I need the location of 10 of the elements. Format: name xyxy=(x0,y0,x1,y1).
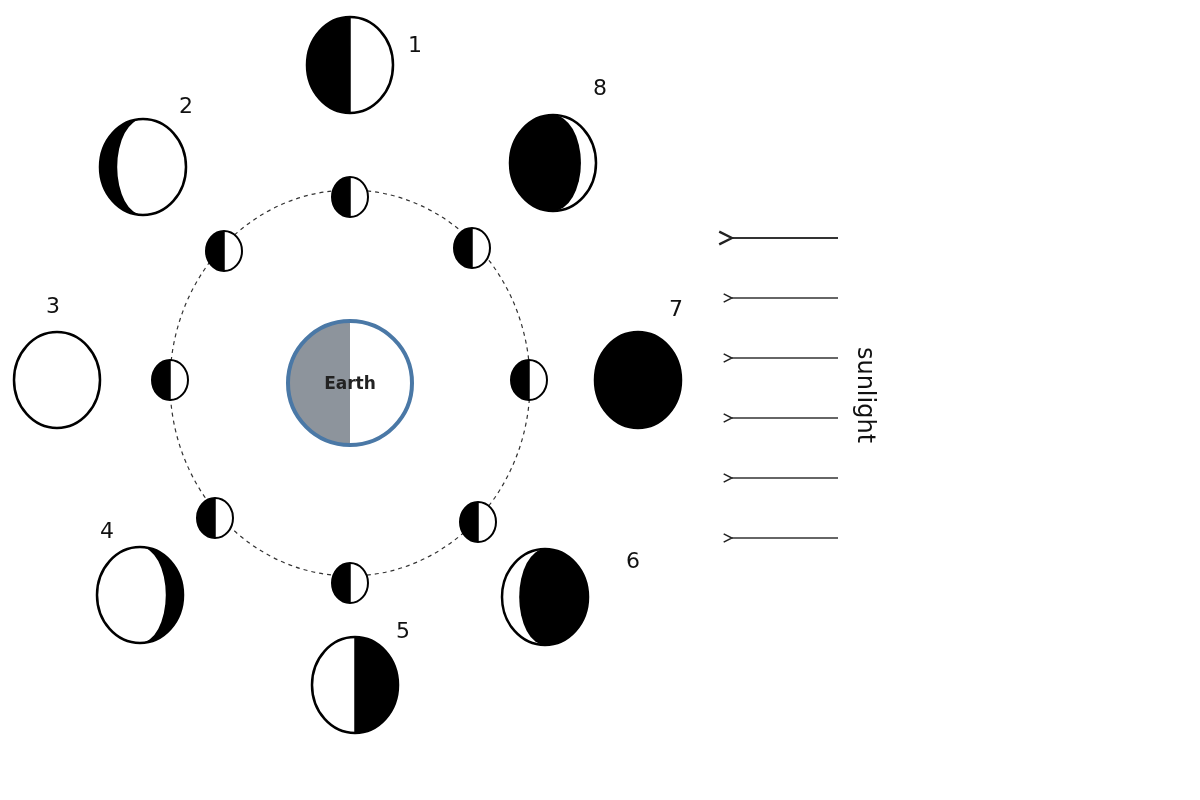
phase-number: 1 xyxy=(408,34,422,56)
phase-number: 5 xyxy=(396,620,410,642)
phase-number: 8 xyxy=(593,77,607,99)
earth-label: Earth xyxy=(324,373,376,393)
sunlight-label: sunlight xyxy=(854,346,879,444)
phase-number: 2 xyxy=(179,95,193,117)
phase-number: 3 xyxy=(46,295,60,317)
phase-number: 6 xyxy=(626,550,640,572)
phase-number: 7 xyxy=(669,298,683,320)
phase-number: 4 xyxy=(100,520,114,542)
